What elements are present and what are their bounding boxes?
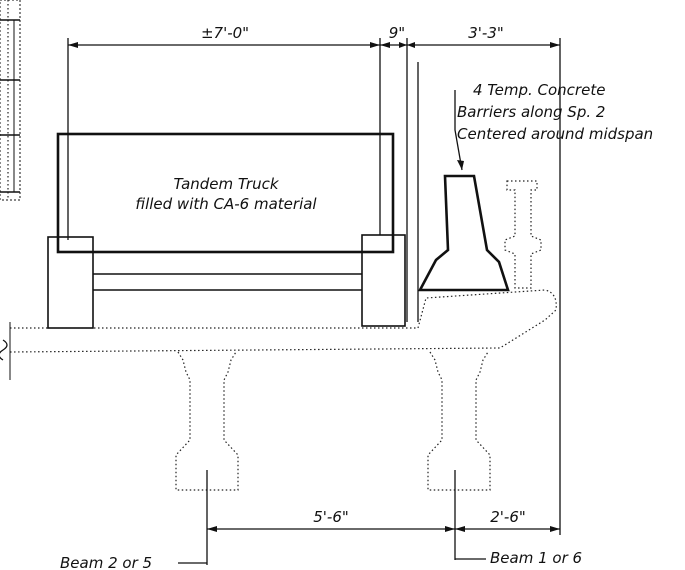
deck-slab-dotted bbox=[0, 289, 557, 380]
truck-running-gear bbox=[47, 234, 406, 329]
existing-parapet-dotted bbox=[504, 180, 542, 289]
gap-dimension: 9" bbox=[389, 24, 405, 42]
beam-2-or-5-label: Beam 2 or 5 bbox=[60, 554, 152, 570]
truck-label-line2: filled with CA-6 material bbox=[135, 195, 317, 213]
beam-1-or-6-outline bbox=[427, 351, 491, 491]
bottom-dimension-line bbox=[207, 526, 560, 532]
barrier-note-line1: 4 Temp. Concrete bbox=[473, 81, 605, 99]
barrier-offset-dimension: 3'-3" bbox=[468, 24, 504, 42]
grid-sheet-fragment bbox=[0, 0, 21, 201]
barrier-note-line2: Barriers along Sp. 2 bbox=[457, 103, 605, 121]
beam-1-or-6-label: Beam 1 or 6 bbox=[490, 549, 582, 567]
top-dimension-line bbox=[67, 38, 561, 535]
temp-concrete-barrier bbox=[417, 174, 510, 292]
barrier-note-leader bbox=[454, 90, 463, 171]
truck-label-line1: Tandem Truck bbox=[173, 175, 279, 193]
barrier-note-line3: Centered around midspan bbox=[457, 125, 653, 143]
beam-2-or-5-outline bbox=[175, 351, 239, 491]
truck-bed-outline bbox=[56, 132, 395, 254]
beam-spacing-dimension: 5'-6" bbox=[313, 508, 349, 526]
truck-width-dimension: ±7'-0" bbox=[201, 24, 249, 42]
edge-offset-dimension: 2'-6" bbox=[490, 508, 526, 526]
